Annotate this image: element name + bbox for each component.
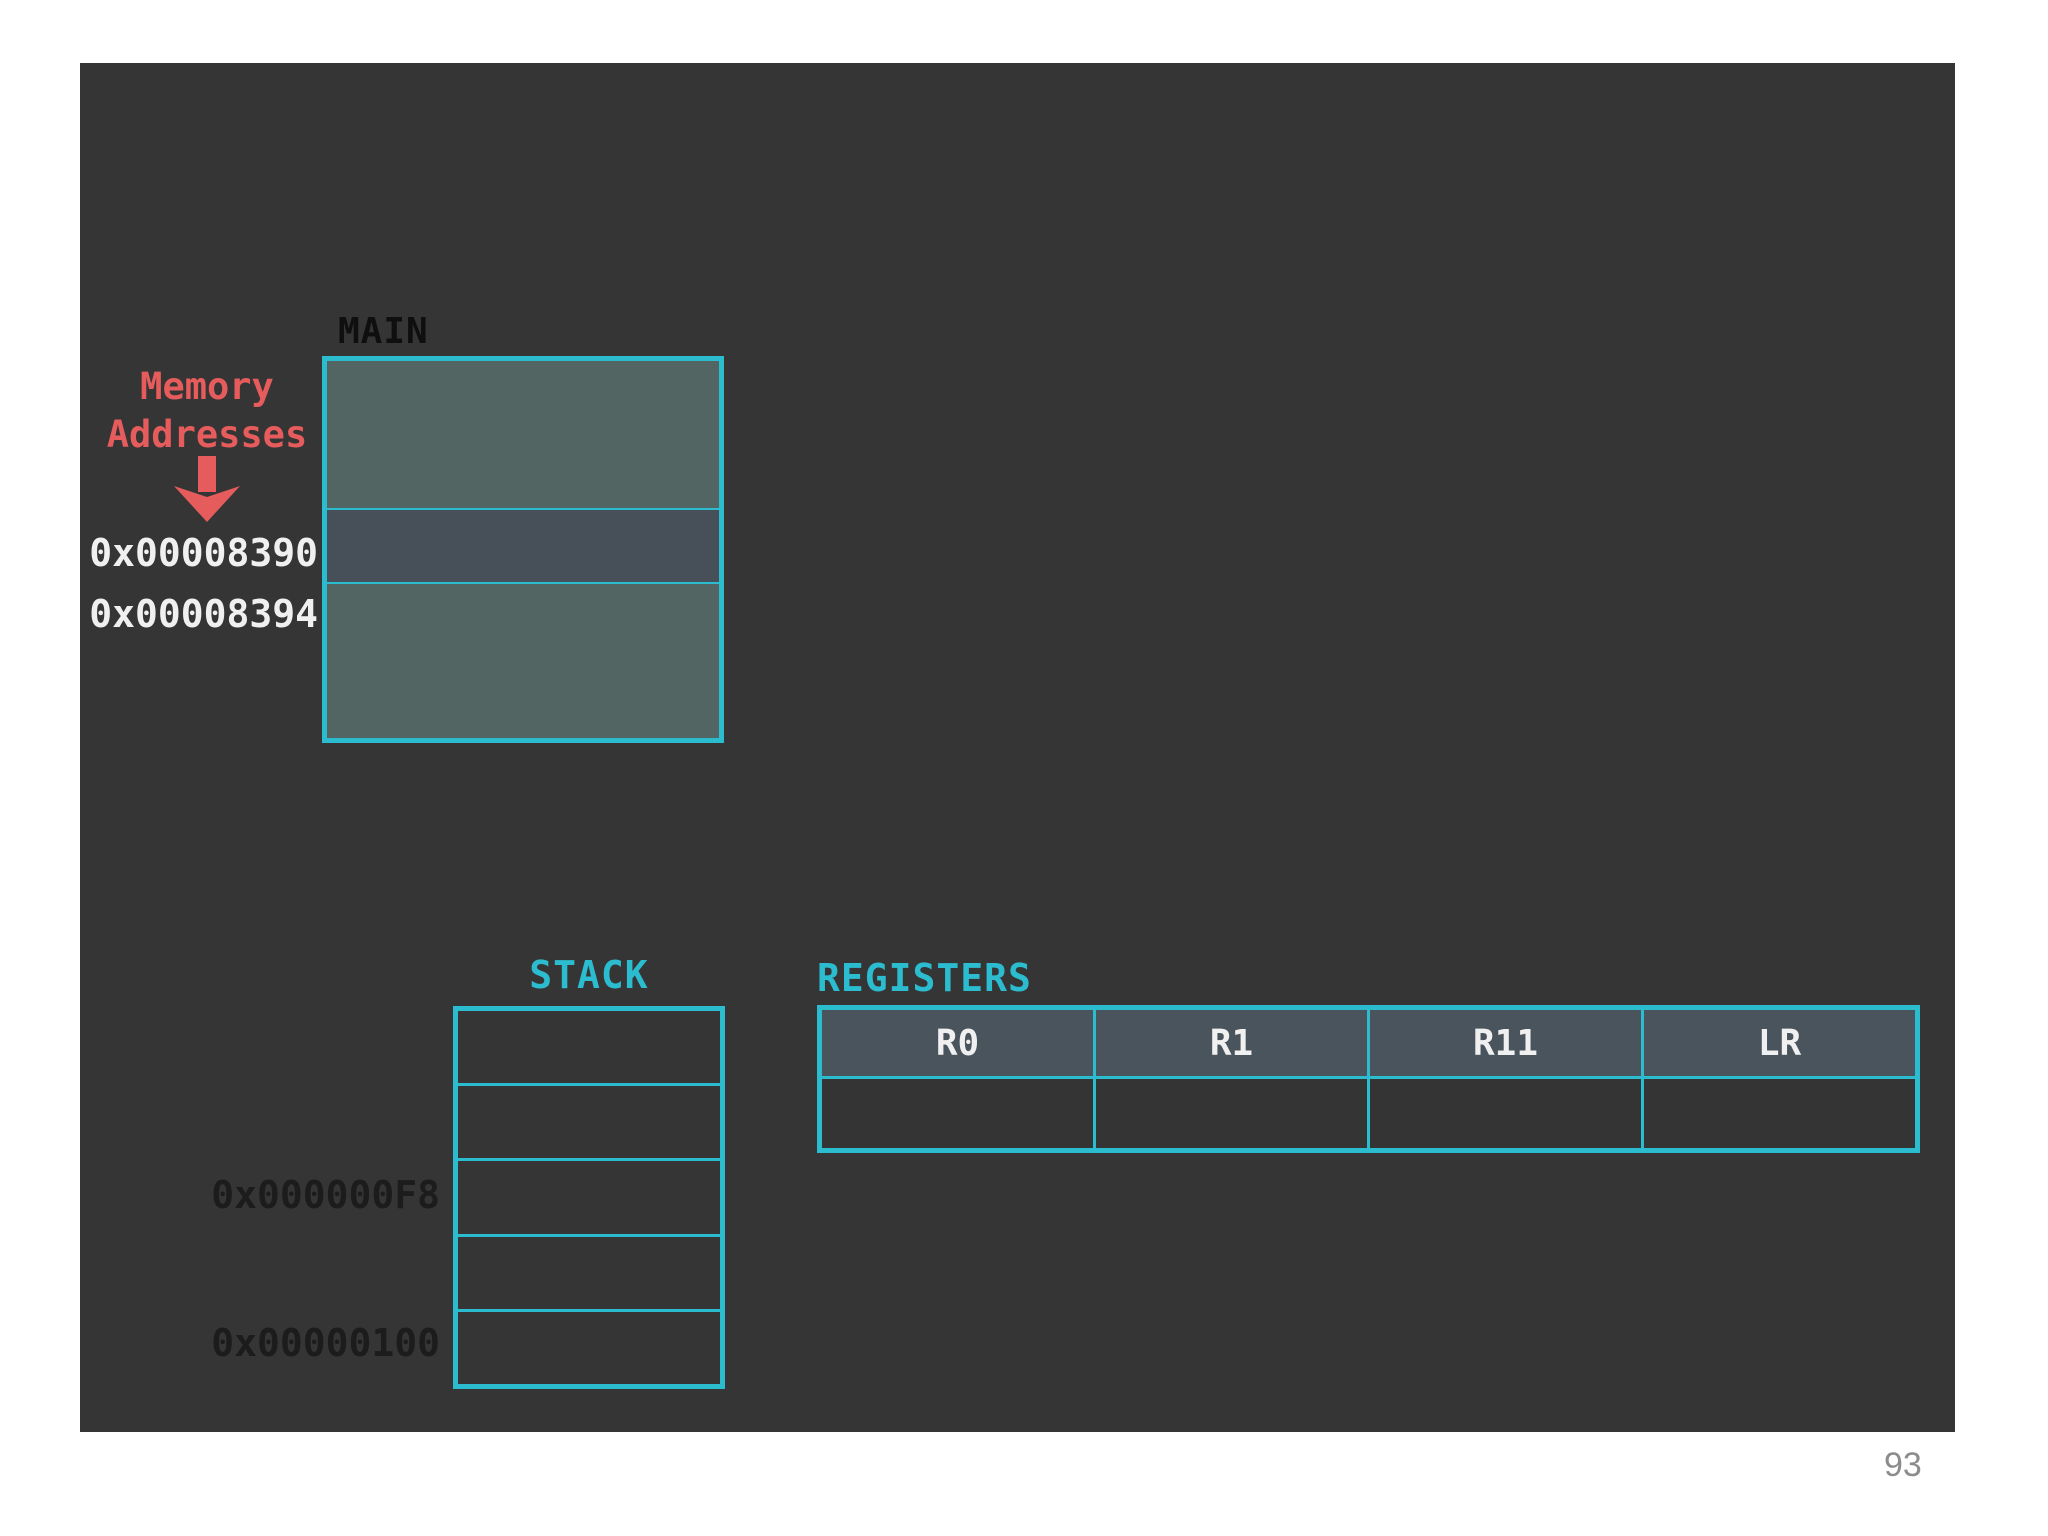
memory-addresses-label-line2: Addresses (106, 413, 308, 456)
stack-row (458, 1158, 720, 1233)
stack-address-0x000000F8: 0x000000F8 (211, 1173, 440, 1217)
down-arrow-icon (174, 456, 240, 522)
main-section-title: MAIN (338, 311, 429, 352)
register-value-r1 (1096, 1079, 1367, 1148)
register-header-lr: LR (1644, 1010, 1915, 1076)
main-memory-row-0x00008394 (327, 584, 719, 738)
page-number: 93 (1884, 1446, 1922, 1484)
stack-address-0x00000100: 0x00000100 (211, 1321, 440, 1365)
register-header-r11: R11 (1370, 1010, 1641, 1076)
stack-row (458, 1083, 720, 1158)
slide: MAIN Memory Addresses 0x00008390 0x00008… (80, 63, 1955, 1432)
stack-row (458, 1233, 720, 1309)
main-memory-row-top (327, 361, 719, 508)
main-memory-box (322, 356, 724, 743)
register-value-r11 (1370, 1079, 1641, 1148)
register-value-r0 (822, 1079, 1093, 1148)
memory-addresses-label: Memory Addresses (80, 363, 334, 459)
registers-table: R0 R1 R11 LR (817, 1005, 1920, 1153)
stack-row (458, 1011, 720, 1083)
stack-section-title: STACK (529, 953, 649, 997)
stack-box (453, 1006, 725, 1389)
registers-section-title: REGISTERS (817, 956, 1032, 1000)
register-header-r1: R1 (1096, 1010, 1367, 1076)
register-header-r0: R0 (822, 1010, 1093, 1076)
memory-addresses-label-line1: Memory (140, 365, 274, 408)
register-value-lr (1644, 1079, 1915, 1148)
main-memory-row-0x00008390 (327, 508, 719, 584)
stack-row (458, 1308, 720, 1384)
memory-address-0x00008394: 0x00008394 (89, 592, 318, 636)
memory-address-0x00008390: 0x00008390 (89, 531, 318, 575)
